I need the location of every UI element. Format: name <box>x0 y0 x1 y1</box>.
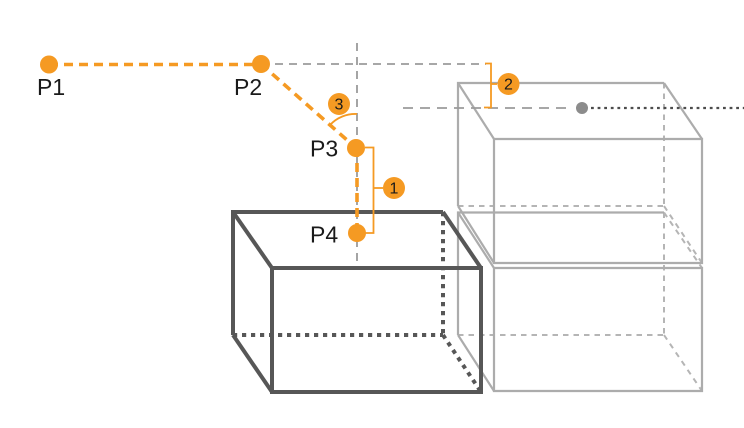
dimension-1-badge <box>383 177 405 199</box>
pick-bin-front-face <box>270 266 483 394</box>
pick-bin <box>231 210 483 394</box>
upper-bin-top-left-edge <box>457 82 495 140</box>
waypoint-labels: P1 P2 P3 P4 <box>37 74 338 248</box>
dimension-3-badge <box>328 93 350 115</box>
stacked-bins <box>456 81 704 393</box>
pick-bin-hidden-bottom-right-edge <box>441 333 483 394</box>
upper-bin <box>456 81 704 265</box>
waypoint-p1-dot <box>40 55 58 74</box>
waypoint-p4-dot <box>348 224 366 242</box>
lower-bin-back-edges <box>456 211 664 335</box>
dimension-1-bracket <box>365 146 375 234</box>
dimension-2-bracket <box>484 62 492 109</box>
pick-bin-top-right-edge <box>441 210 483 270</box>
lower-bin-bottom-left-edge <box>457 334 495 392</box>
upper-bin-hidden-bottom-right-edge <box>663 205 703 264</box>
dimension-1-badge-label: 1 <box>390 181 399 198</box>
lower-bin-hidden-bottom-right-edge <box>663 334 703 392</box>
waypoint-p1-label: P1 <box>37 74 65 100</box>
upper-bin-bottom-left-edge <box>457 205 495 264</box>
approach-reference-line <box>403 102 744 114</box>
lower-bin <box>456 211 704 393</box>
approach-reference-dot <box>576 102 588 114</box>
upper-bin-back-edges <box>456 81 664 206</box>
robot-path <box>40 55 366 242</box>
dimension-1: 1 <box>365 146 405 234</box>
dimension-3-badge-label: 3 <box>335 97 344 114</box>
dimension-3: 3 <box>328 93 358 126</box>
dimension-3-angle-arc <box>329 113 358 126</box>
dimension-2: 2 <box>484 62 520 109</box>
waypoint-p4-label: P4 <box>310 222 338 248</box>
dimension-2-badge <box>497 73 520 95</box>
lower-bin-front-face <box>492 266 704 393</box>
pick-bin-bottom-left-edge <box>231 333 274 394</box>
lower-bin-top-left-edge <box>457 211 495 269</box>
upper-bin-front-face <box>492 137 704 265</box>
waypoint-p2-label: P2 <box>234 74 262 100</box>
waypoint-p2-dot <box>252 55 270 73</box>
pick-bin-top-left-edge <box>231 210 274 270</box>
upper-bin-top-right-edge <box>663 82 703 140</box>
lower-bin-hidden-top-right-edge <box>663 211 703 269</box>
path-segment-p2-p3 <box>259 62 358 150</box>
waypoint-p3-dot <box>347 139 365 157</box>
waypoint-p3-label: P3 <box>310 136 338 162</box>
dimension-2-badge-label: 2 <box>504 77 513 94</box>
